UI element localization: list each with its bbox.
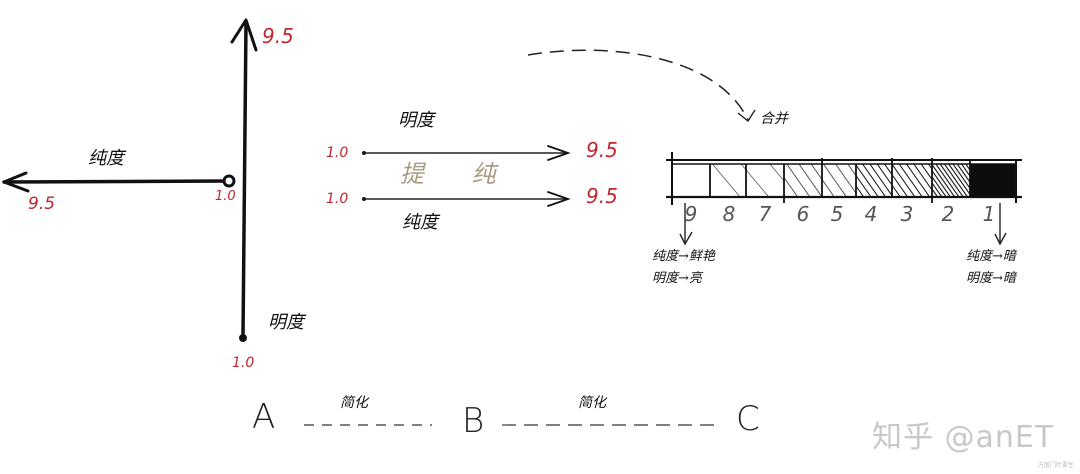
scale-number: 2: [941, 202, 955, 226]
scale-number: 3: [900, 202, 914, 226]
origin-label: 1.0: [215, 189, 236, 204]
scale-number: 9: [684, 202, 698, 226]
simplify-label-1: 简化: [340, 395, 368, 411]
arrow-down-icon: [994, 232, 1007, 246]
left-annotation-purity: 纯度→鲜艳: [652, 249, 715, 264]
scale-number: 1: [982, 202, 996, 226]
left-annotation-brightness: 明度→亮: [652, 271, 702, 286]
bottom-line-label: 纯度: [402, 212, 438, 233]
simplify-label-2: 简化: [578, 395, 606, 411]
purify-label: 提 纯: [400, 160, 516, 188]
arrow-down-icon: [737, 109, 756, 123]
watermark: 知乎 @anET: [872, 420, 1055, 455]
arrow-up-icon: [230, 18, 258, 52]
step-b: B: [462, 401, 485, 441]
scale-number: 8: [722, 202, 736, 226]
step-a: A: [252, 397, 276, 437]
top-line-start: 1.0: [326, 145, 349, 161]
top-line-end: 9.5: [586, 138, 618, 162]
merge-arrow: [527, 49, 756, 123]
scale-number: 7: [758, 202, 772, 226]
watermark-small: 方版门叶要生: [1038, 462, 1075, 469]
scale-number: 4: [864, 202, 878, 226]
arrow-right-icon: [547, 191, 571, 207]
scale-number: 5: [830, 202, 844, 226]
scale-number: 6: [796, 202, 810, 226]
vertical-max-label: 9.5: [262, 24, 294, 48]
horizontal-axis: [2, 171, 236, 193]
origin-circle-icon: [222, 174, 236, 188]
bottom-line-end: 9.5: [586, 184, 618, 208]
scale-bar: [666, 152, 1022, 246]
right-annotation-purity: 纯度→暗: [966, 249, 1016, 264]
merge-label: 合并: [760, 111, 788, 127]
vertical-axis: [230, 18, 258, 342]
right-annotation-brightness: 明度→暗: [966, 271, 1016, 286]
horizontal-max-label: 9.5: [28, 194, 56, 214]
horizontal-axis-label: 纯度: [88, 148, 124, 169]
arrow-left-icon: [2, 171, 30, 193]
step-c: C: [736, 399, 760, 439]
vertical-axis-label: 明度: [268, 312, 304, 333]
origin-dot-icon: [239, 334, 247, 342]
bottom-line-start: 1.0: [326, 191, 349, 207]
arrow-right-icon: [547, 145, 571, 161]
middle-arrows: [362, 145, 571, 207]
arrow-down-icon: [679, 231, 693, 246]
top-line-label: 明度: [398, 110, 434, 131]
vertical-min-label: 1.0: [232, 355, 255, 371]
